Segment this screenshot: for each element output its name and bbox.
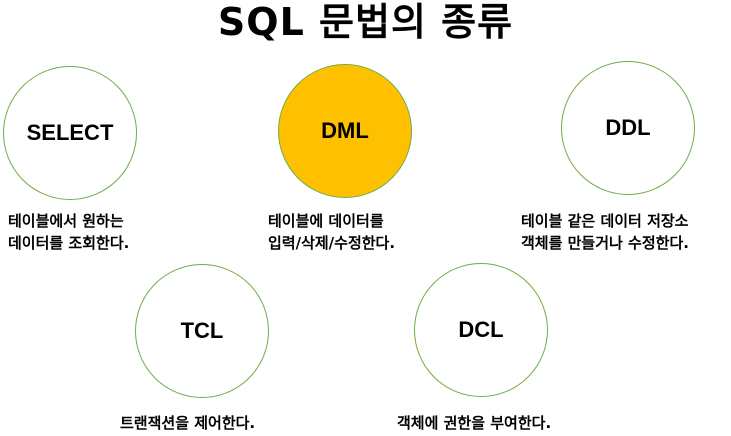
dcl-label: DCL xyxy=(458,317,504,342)
select-description: 테이블에서 원하는 데이터를 조회한다. xyxy=(8,210,129,254)
tcl-label: TCL xyxy=(180,318,224,343)
ddl-label: DDL xyxy=(605,115,651,140)
dcl-description-line: 객체에 권한을 부여한다. xyxy=(397,414,552,432)
select-description-line: 데이터를 조회한다. xyxy=(8,234,130,252)
select-circle: SELECT xyxy=(3,66,137,200)
dcl-description: 객체에 권한을 부여한다. xyxy=(397,412,551,434)
tcl-circle: TCL xyxy=(135,264,269,398)
dml-label: DML xyxy=(321,118,369,143)
ddl-circle: DDL xyxy=(561,61,695,195)
dml-description: 테이블에 데이터를 입력/삭제/수정한다. xyxy=(268,210,395,254)
page-title: SQL 문법의 종류 xyxy=(217,0,514,44)
dcl-circle: DCL xyxy=(414,263,548,397)
ddl-description-line: 테이블 같은 데이터 저장소 xyxy=(521,212,689,230)
ddl-description-line: 객체를 만들거나 수정한다. xyxy=(521,234,689,252)
select-description-line: 테이블에서 원하는 xyxy=(8,212,124,230)
tcl-description-line: 트랜잭션을 제어한다. xyxy=(120,414,256,432)
tcl-description: 트랜잭션을 제어한다. xyxy=(120,412,255,434)
dml-description-line: 테이블에 데이터를 xyxy=(268,212,384,230)
dml-circle: DML xyxy=(278,64,412,198)
select-label: SELECT xyxy=(26,120,114,145)
dml-description-line: 입력/삭제/수정한다. xyxy=(268,234,396,252)
ddl-description: 테이블 같은 데이터 저장소 객체를 만들거나 수정한다. xyxy=(521,210,689,254)
